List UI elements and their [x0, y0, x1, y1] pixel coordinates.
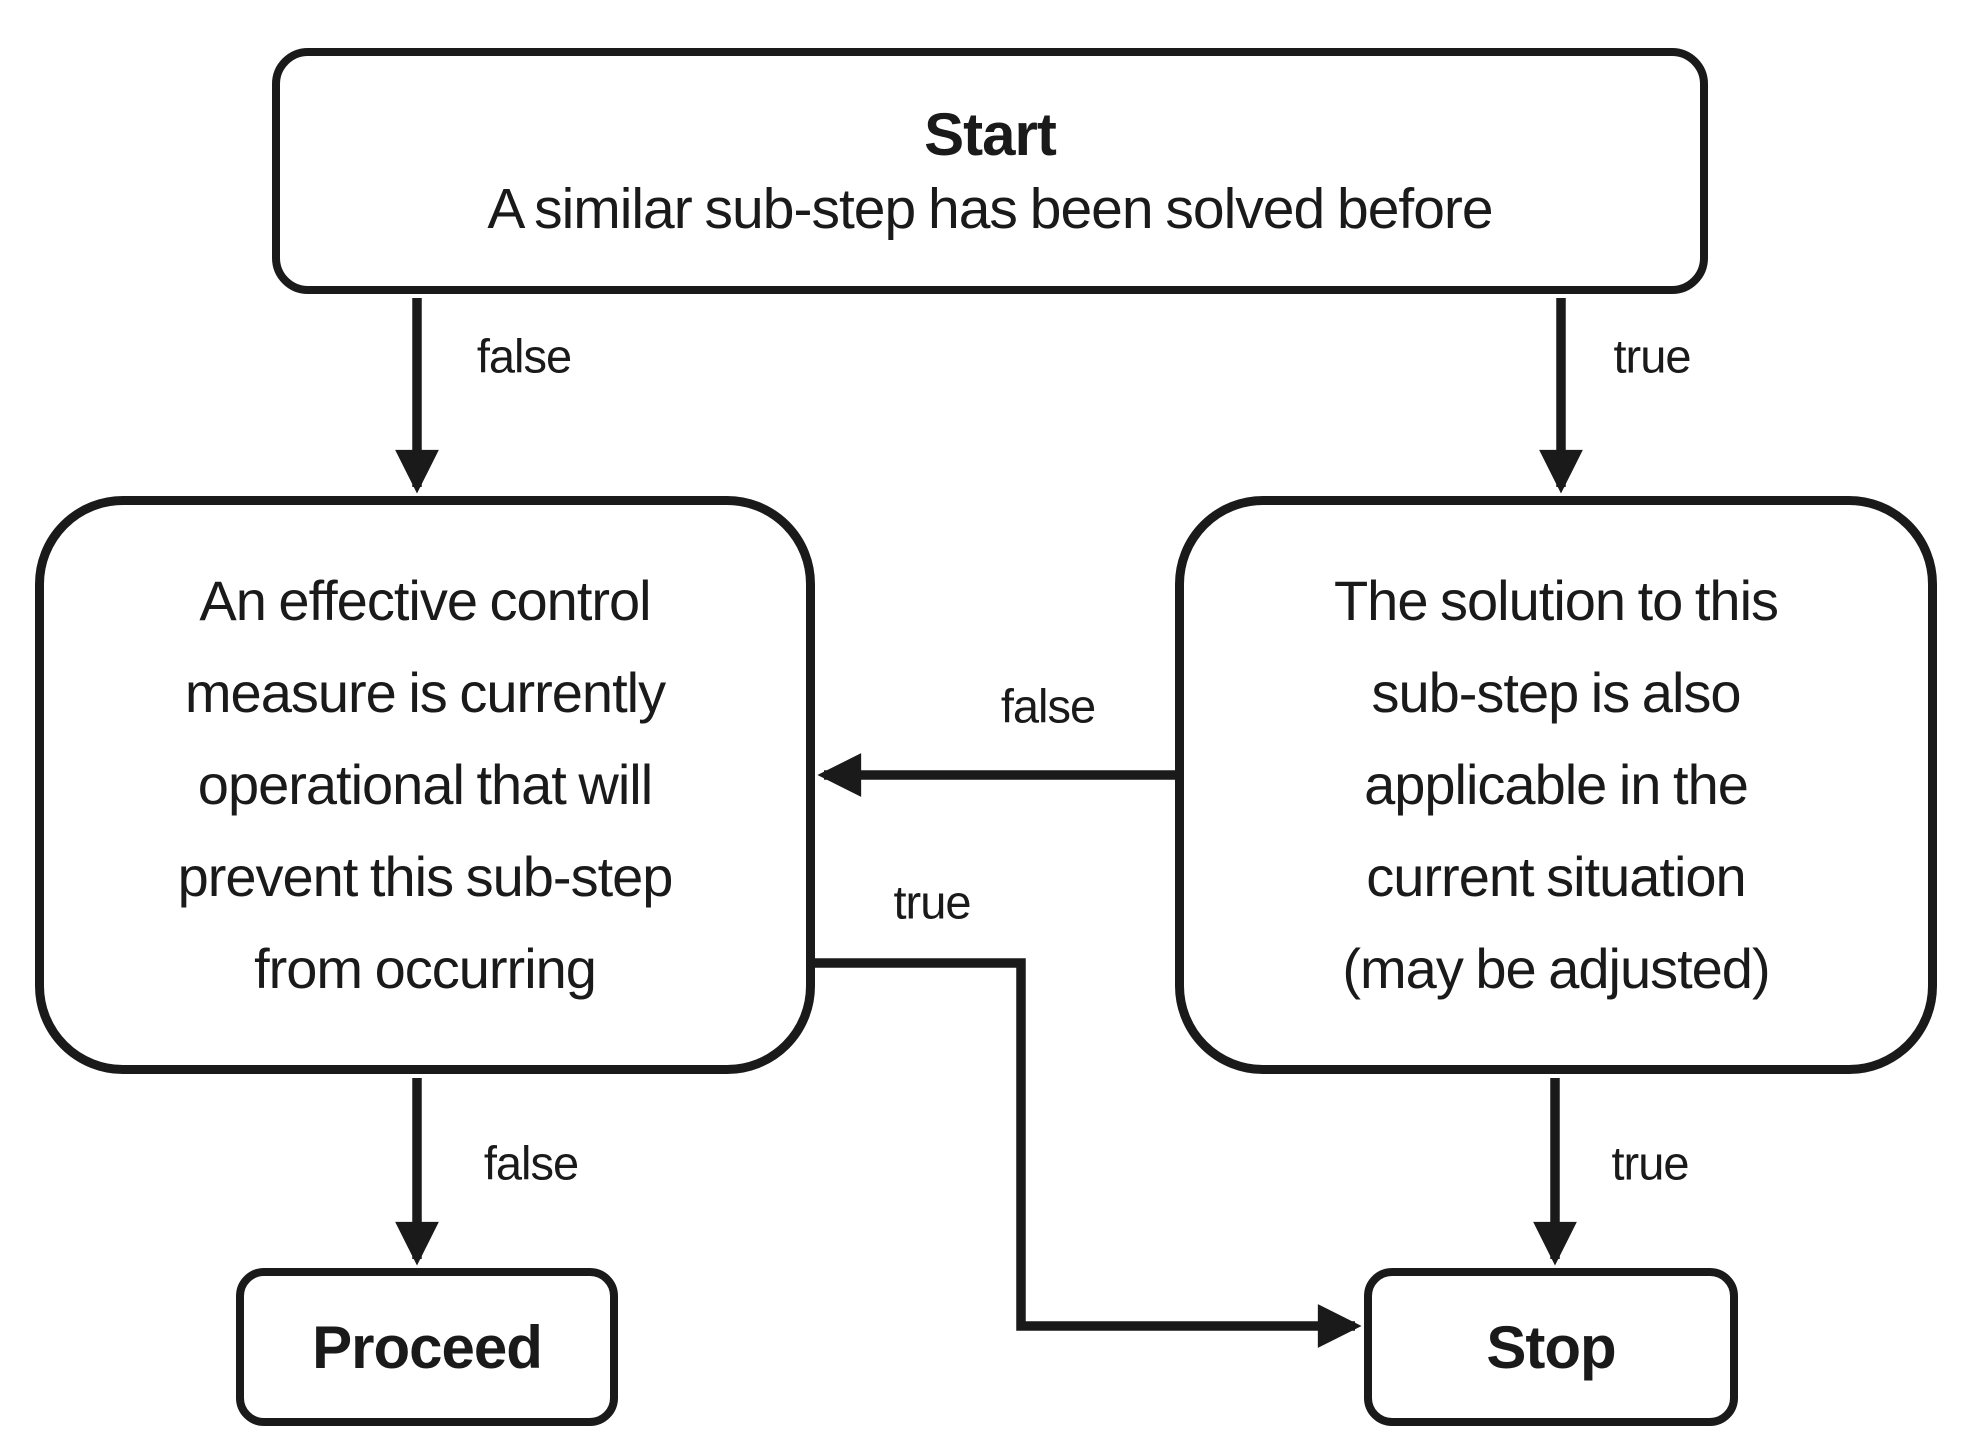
proceed-label: Proceed	[312, 1313, 543, 1381]
start-node: Start A similar sub-step has been solved…	[272, 48, 1708, 294]
stop-label: Stop	[1486, 1313, 1616, 1381]
start-title: Start	[924, 100, 1057, 168]
condition-solution-applicable-text: The solution to this sub-step is also ap…	[1333, 569, 1779, 1000]
edge-label-right-stop-true: true	[1611, 1136, 1690, 1190]
condition-solution-applicable-node: The solution to this sub-step is also ap…	[1175, 496, 1937, 1074]
start-subtitle: A similar sub-step has been solved befor…	[487, 176, 1493, 241]
edge-left-to-stop-true	[815, 958, 1362, 1348]
edge-label-left-stop-true: true	[893, 875, 972, 929]
edge-label-right-left-false: false	[1000, 679, 1096, 733]
condition-control-measure-text: An effective control measure is currentl…	[177, 569, 674, 1000]
condition-control-measure-node: An effective control measure is currentl…	[35, 496, 815, 1074]
stop-node: Stop	[1364, 1268, 1738, 1426]
edge-label-left-proceed-false: false	[483, 1136, 579, 1190]
edge-label-start-right-true: true	[1613, 329, 1692, 383]
edge-label-start-left-false: false	[476, 329, 572, 383]
proceed-node: Proceed	[236, 1268, 618, 1426]
